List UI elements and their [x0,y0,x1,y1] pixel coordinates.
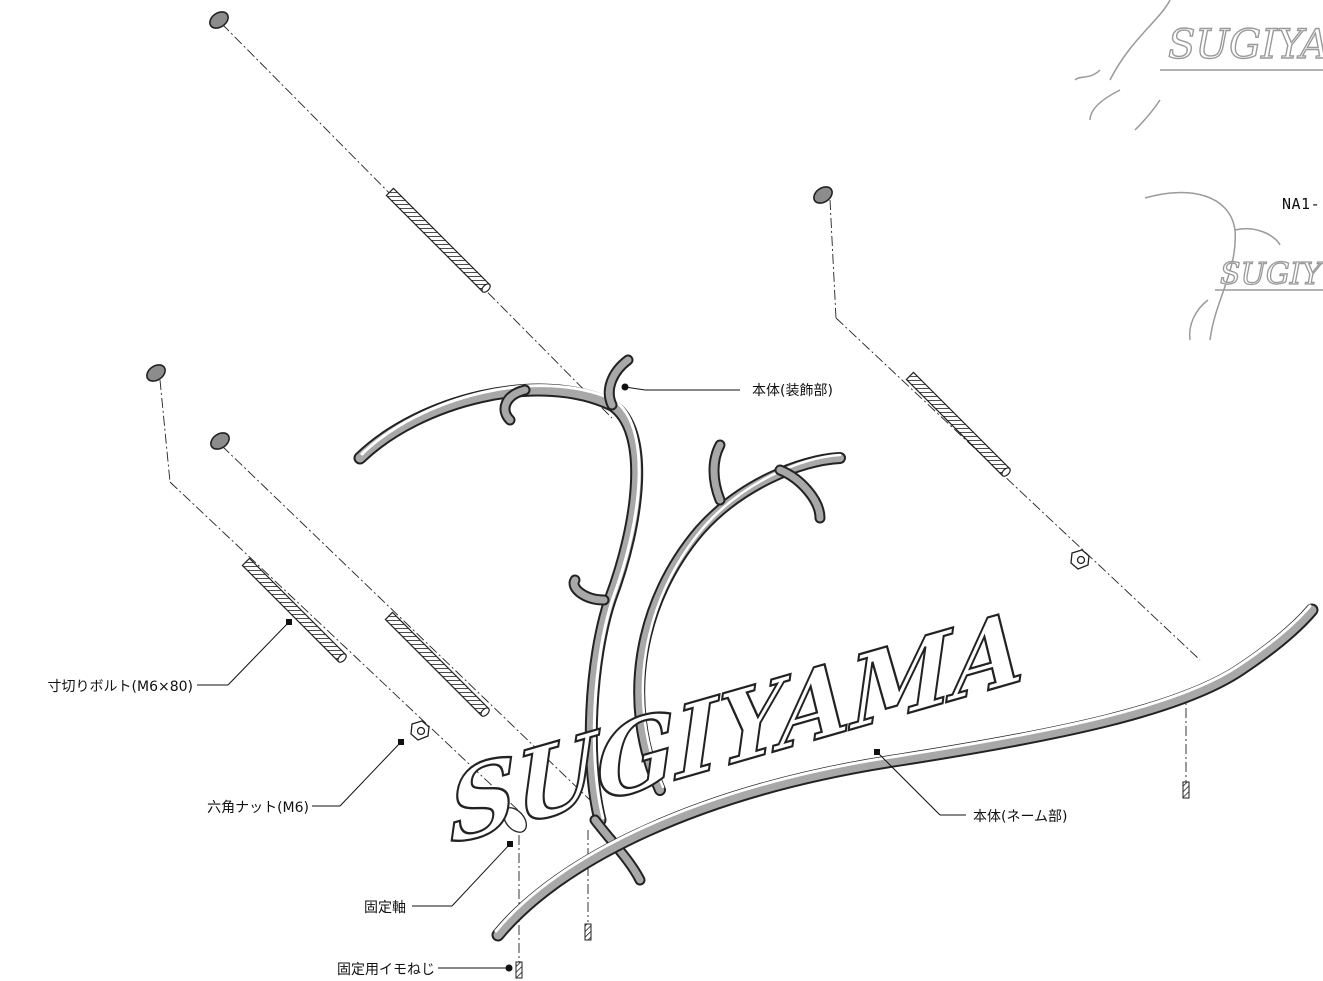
leader-dot [505,964,513,972]
cap-icon [813,186,833,204]
cap-icon [146,364,166,382]
bolt-icon [385,187,491,293]
axis-line-4 [221,445,591,801]
callout-decorative-body: 本体(装飾部) [752,383,833,399]
leader-name [876,751,941,816]
nuts [410,549,1090,741]
sign-body: SUGIYAMA [353,354,1319,942]
leader-shaft [451,843,511,907]
leader-dots [286,383,880,972]
axis-line-3 [159,379,171,483]
leader-dot [621,383,629,391]
thumbnail-2 [1144,191,1323,341]
bolt-icon [905,371,1011,477]
leader-nut [339,741,402,807]
name-part [491,603,1319,942]
leader-dot [874,749,880,755]
bolt-icon [384,611,490,717]
set-screw-icon [1182,781,1190,799]
callout-fixed-shaft: 固定軸 [364,900,406,916]
callout-nut: 六角ナット(M6) [207,800,309,816]
thumbnail-1 [1074,0,1323,131]
fixed-shaft-icon [503,807,527,833]
hex-nut-icon [1070,549,1090,570]
thumbnail-2-text: SUGIY [1220,257,1323,292]
sign-name-text: SUGIYAMA [447,586,1025,867]
leader-dot [507,841,513,847]
hex-nut-icon [410,720,430,741]
callout-name-body: 本体(ネーム部) [973,809,1068,825]
caps [146,11,833,450]
axis-line-3b [169,481,521,813]
callout-bolt: 寸切りボルト(M6×80) [47,679,193,695]
decorative-part [353,354,846,886]
callout-set-screw: 固定用イモねじ [337,962,435,978]
leader-dot [286,619,292,625]
leader-lines [197,386,966,969]
bolt-icon [241,557,347,663]
leader-bolt [227,621,290,686]
bolts [241,187,1011,717]
cap-icon [210,432,230,450]
model-label: NA1- [1282,195,1321,213]
set-screw-icon [584,923,592,941]
cap-icon [209,11,229,29]
thumbnail-1-text: SUGIYA [1168,22,1323,68]
axis-line-2 [829,199,837,319]
axis-line-2b [835,317,1201,661]
set-screw-icon [515,961,523,979]
leader-dot [398,739,404,745]
set-screws [515,781,1190,979]
